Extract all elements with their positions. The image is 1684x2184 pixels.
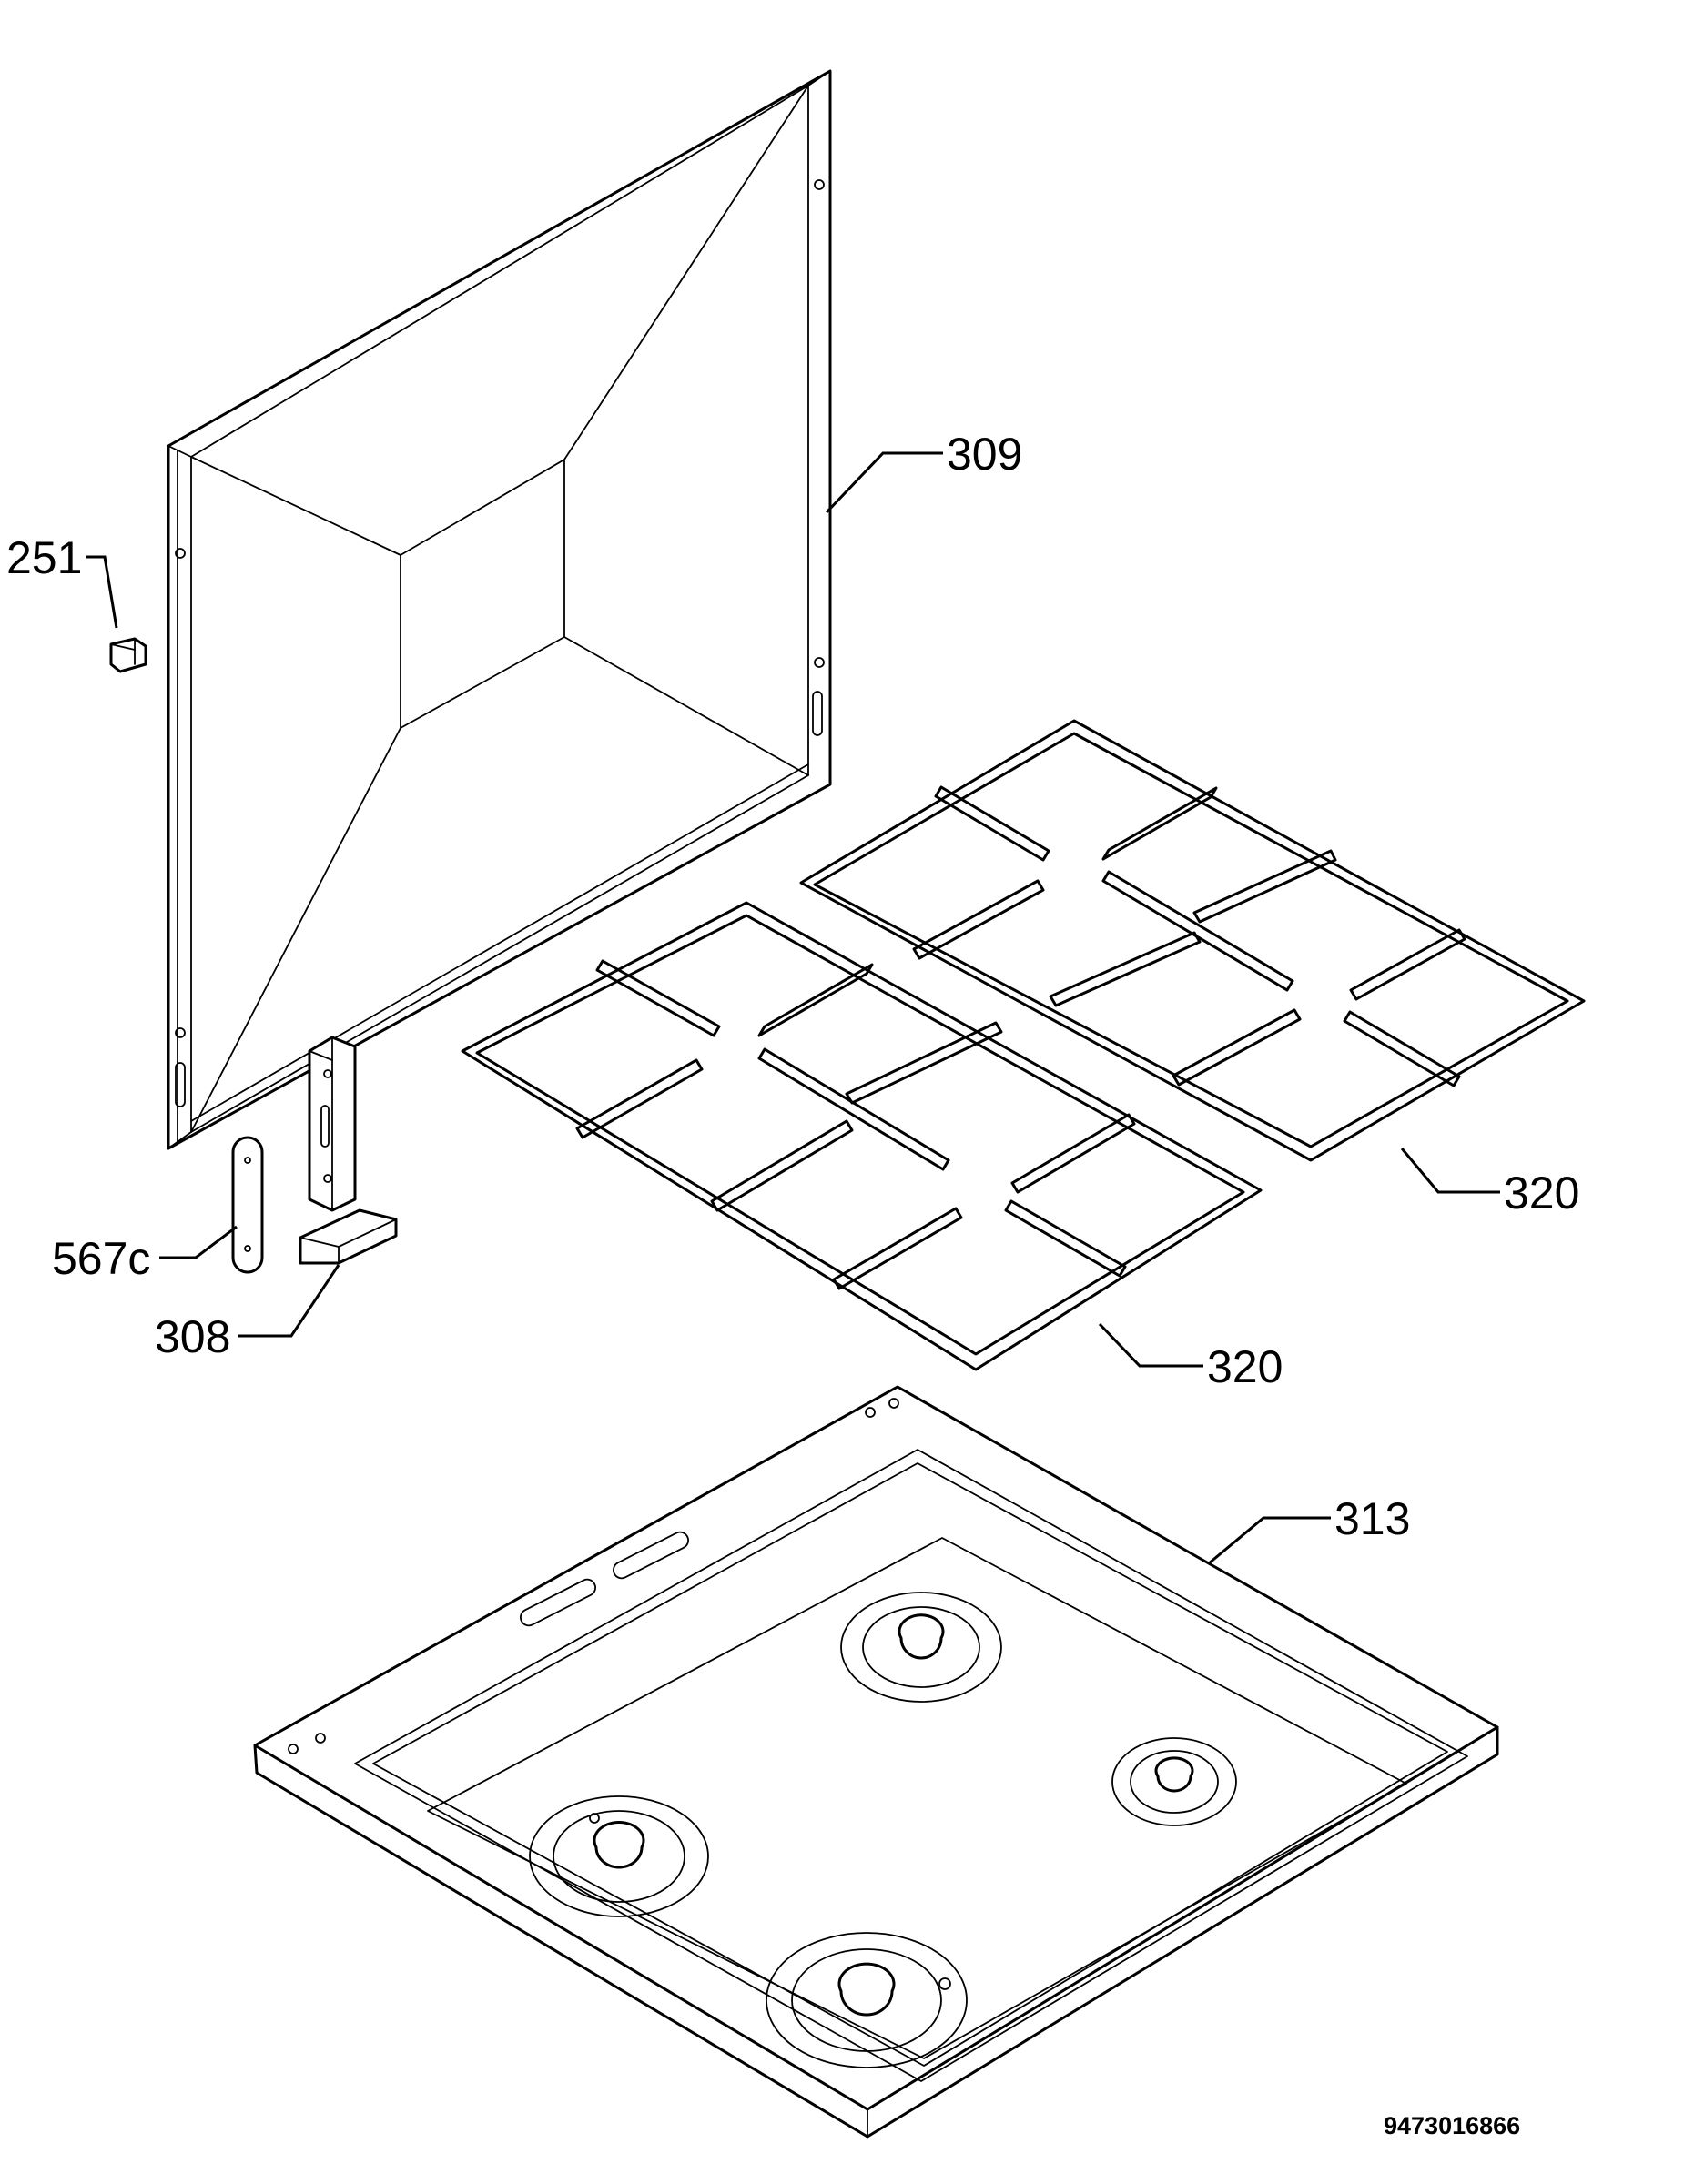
part-320-upper-grate (799, 719, 1586, 1162)
callout-labels: 251 309 320 320 567c 308 313 (6, 429, 1579, 1544)
burner-right (1111, 1737, 1237, 1826)
callout-251: 251 (6, 532, 82, 583)
leader-320-upper (1400, 1148, 1500, 1194)
callout-567c: 567c (52, 1233, 150, 1284)
leader-313 (1208, 1516, 1331, 1565)
document-id: 9473016866 (1384, 2112, 1520, 2139)
leader-567c (159, 1225, 238, 1259)
part-251-clip (109, 637, 147, 673)
part-308-hinge (299, 1036, 398, 1265)
leader-308 (238, 1264, 340, 1338)
leader-309 (825, 451, 943, 514)
leader-lines (86, 451, 1500, 1565)
burner-left (529, 1795, 709, 1917)
part-320-lower-grate (461, 901, 1263, 1371)
callout-309: 309 (947, 429, 1022, 480)
callout-320-lower: 320 (1207, 1341, 1283, 1392)
leader-251 (86, 555, 118, 629)
part-309-lid (167, 69, 832, 1150)
leader-320-lower (1098, 1322, 1203, 1368)
part-313-hob-tray (253, 1385, 1499, 2138)
burner-rear (840, 1592, 1002, 1703)
callout-320-upper: 320 (1504, 1168, 1579, 1218)
burner-front (766, 1932, 968, 2068)
callout-308: 308 (155, 1311, 230, 1362)
callout-313: 313 (1334, 1493, 1410, 1544)
part-567c-plate (231, 1136, 264, 1274)
